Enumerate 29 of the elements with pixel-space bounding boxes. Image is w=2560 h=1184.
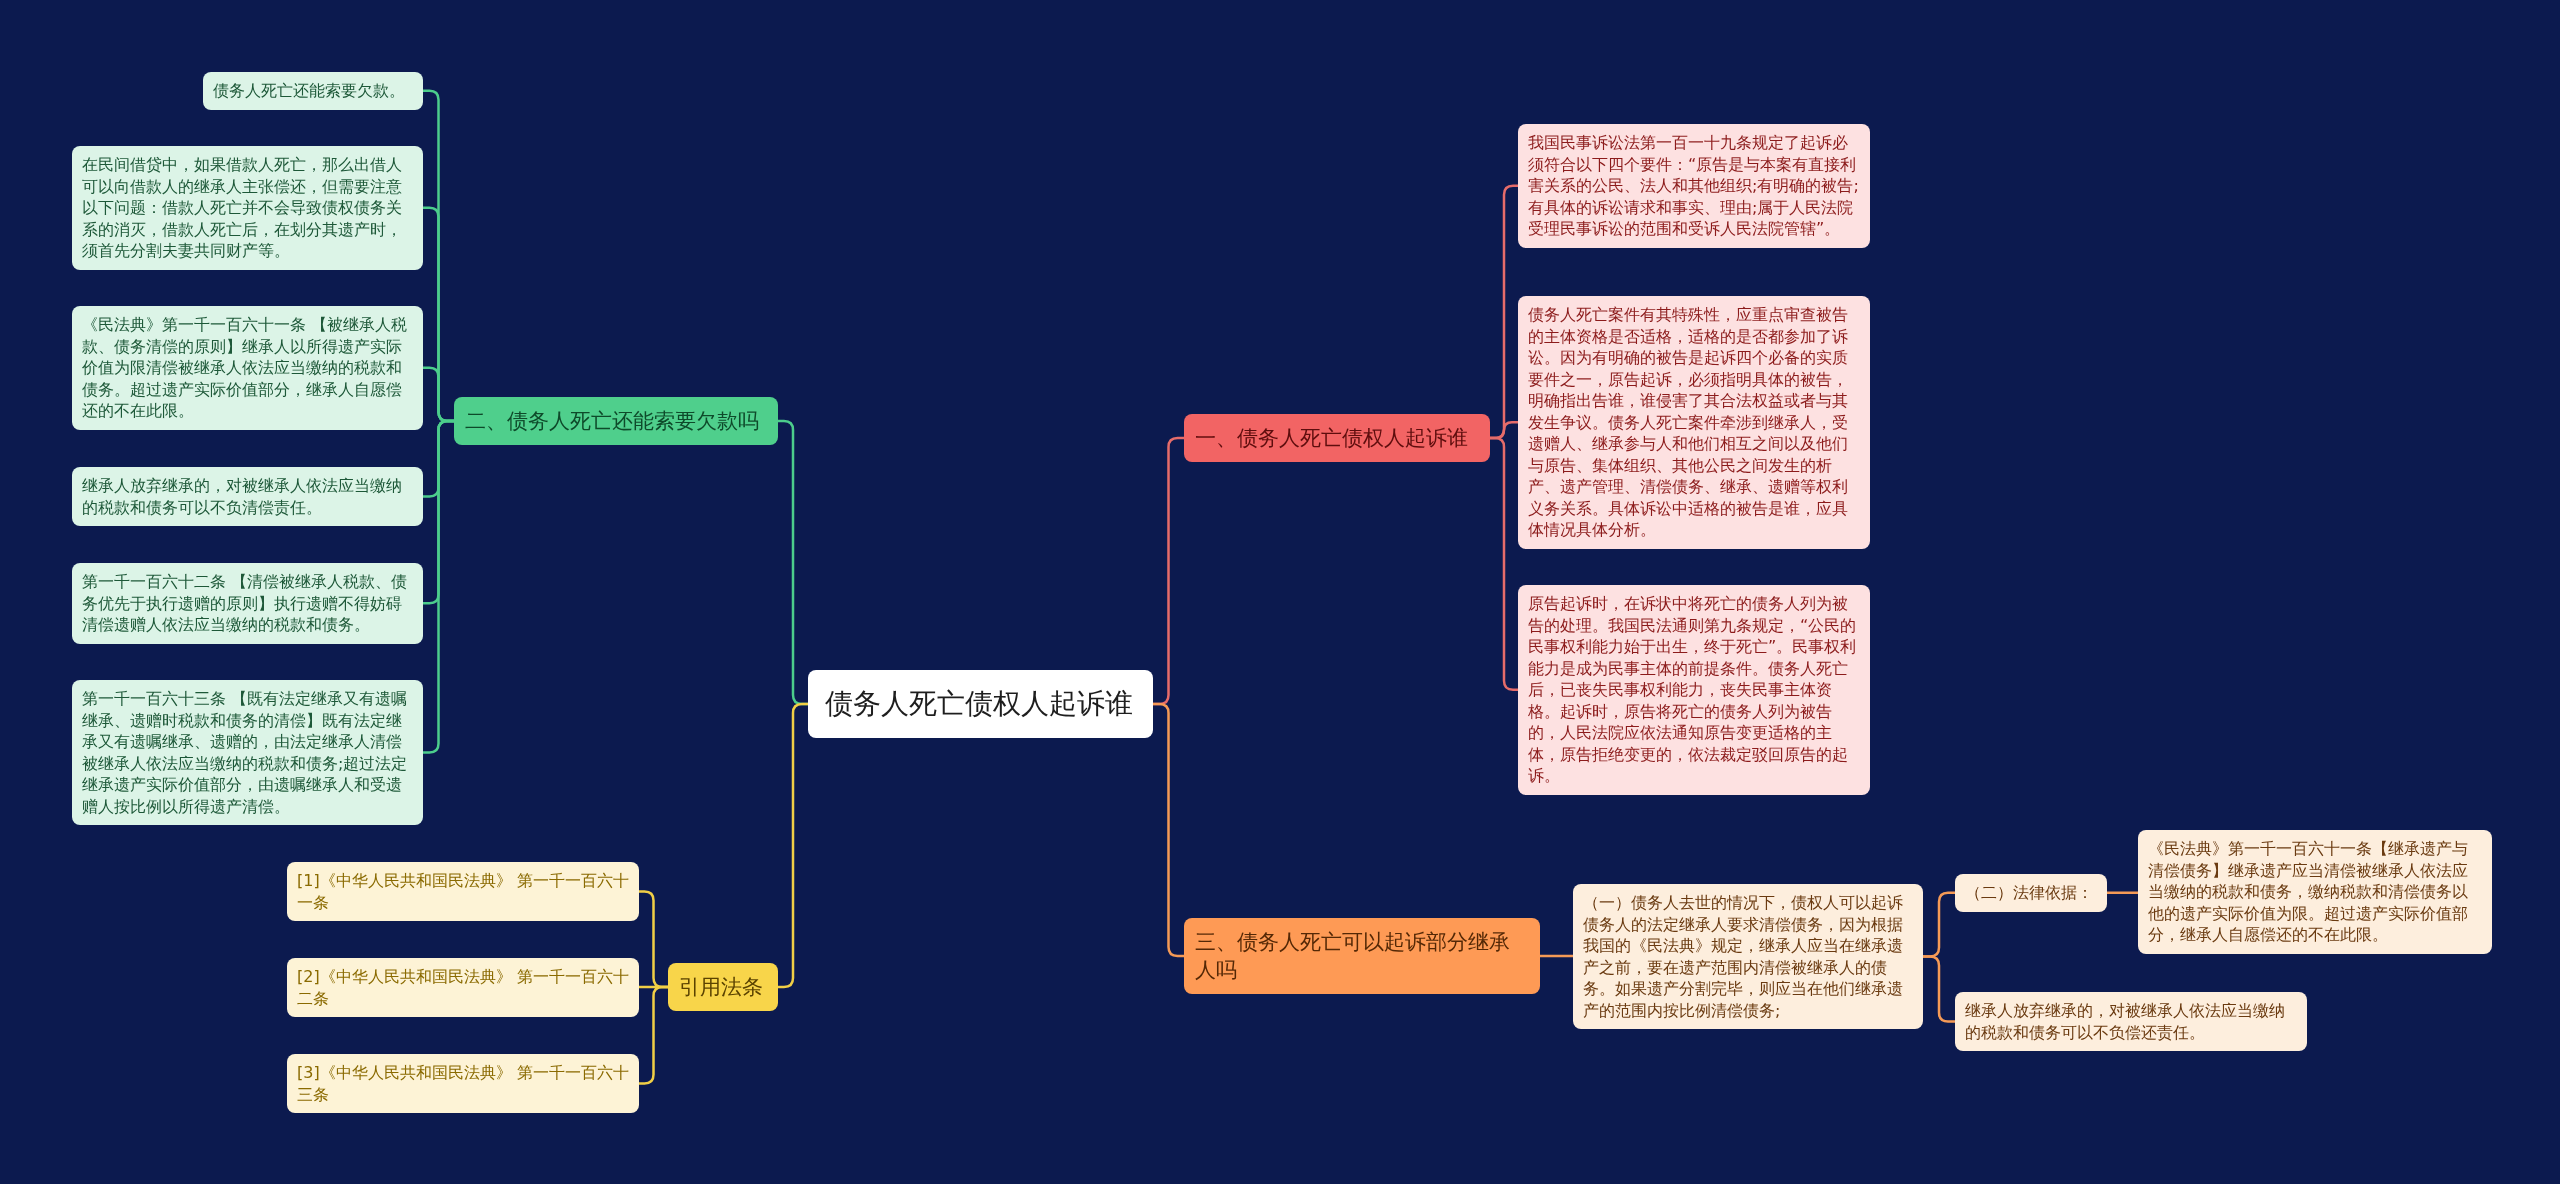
subtopic-card: 我国民事诉讼法第一百一十九条规定了起诉必须符合以下四个要件：“原告是与本案有直接利害关系的公民、法人和其他组织;有明确的被告;有具体的诉讼请求和事实、理由;属于人民法院受理民事诉讼的范围和受诉人民法院管辖”。	[1518, 124, 1870, 248]
subtopic-card: 第一千一百六十三条 【既有法定继承又有遗嘱继承、遗赠时税款和债务的清偿】既有法定继承又有遗嘱继承、遗赠的，由法定继承人清偿被继承人依法应当缴纳的税款和债务;超过法定继承遗产实际价值部分，由遗嘱继承人和受遗赠人按比例以所得遗产清偿。	[72, 680, 423, 825]
connector-line	[1921, 955, 1957, 1023]
subtopic-card: 《民法典》第一千一百六十一条【继承遗产与清偿债务】继承遗产应当清偿被继承人依法应当缴纳的税款和债务，缴纳税款和清偿债务以他的遗产实际价值为限。超过遗产实际价值部分，继承人自愿偿还的不在此限。	[2138, 830, 2492, 954]
subtopic-card: [3]《中华人民共和国民法典》 第一千一百六十三条	[287, 1054, 639, 1113]
subtopic-card: 继承人放弃继承的，对被继承人依法应当缴纳的税款和债务可以不负清偿责任。	[72, 467, 423, 526]
subtopic-card: [2]《中华人民共和国民法典》 第一千一百六十二条	[287, 958, 639, 1017]
connector-line	[776, 702, 810, 989]
subtopic-card: 继承人放弃继承的，对被继承人依法应当缴纳的税款和债务可以不负偿还责任。	[1955, 992, 2307, 1051]
subtopic-card: 债务人死亡还能索要欠款。	[203, 72, 423, 110]
central-topic: 债务人死亡债权人起诉谁	[808, 670, 1153, 738]
branch-topic: 引用法条	[668, 963, 778, 1011]
subtopic-card: 《民法典》第一千一百六十一条 【被继承人税款、债务清偿的原则】继承人以所得遗产实际价值为限清偿被继承人依法应当缴纳的税款和债务。超过遗产实际价值部分，继承人自愿偿还的不在此限。	[72, 306, 423, 430]
branch-topic: 一、债务人死亡债权人起诉谁	[1184, 414, 1490, 462]
subtopic-card: 第一千一百六十二条 【清偿被继承人税款、债务优先于执行遗赠的原则】执行遗赠不得妨碍清偿遗赠人依法应当缴纳的税款和债务。	[72, 563, 423, 644]
connector-line	[1488, 436, 1520, 691]
subtopic-card: [1]《中华人民共和国民法典》 第一千一百六十一条	[287, 862, 639, 921]
connector-line	[2105, 891, 2140, 894]
subtopic-card: （二）法律依据：	[1955, 874, 2107, 912]
branch-topic: 二、债务人死亡还能索要欠款吗	[454, 397, 778, 445]
connector-line	[637, 985, 670, 1085]
connector-line	[421, 419, 456, 754]
connector-line	[1538, 954, 1575, 958]
subtopic-card: 债务人死亡案件有其特殊性，应重点审查被告的主体资格是否适格，适格的是否都参加了诉讼。因为有明确的被告是起诉四个必备的实质要件之一，原告起诉，必须指明具体的被告，明确指出告谁，谁侵害了其合法权益或者与其发生争议。债务人死亡案件牵涉到继承人，受遗赠人、继承参与人和他们相互之间以及他们与原告、集体组织、其他公民之间发生的析产、遗产管理、清偿债务、继承、遗赠等权利义务关系。具体诉讼中适格的被告是谁，应具体情况具体分析。	[1518, 296, 1870, 549]
branch-topic: 三、债务人死亡可以起诉部分继承人吗	[1184, 918, 1540, 994]
connector-line	[1151, 702, 1186, 958]
subtopic-card: 原告起诉时，在诉状中将死亡的债务人列为被告的处理。我国民法通则第九条规定，“公民的民事权利能力始于出生，终于死亡”。民事权利能力是成为民事主体的前提条件。债务人死亡后，已丧失民事权利能力，丧失民事主体资格。起诉时，原告将死亡的债务人列为被告的，人民法院应依法通知原告变更适格的主体，原告拒绝变更的，依法裁定驳回原告的起诉。	[1518, 585, 1870, 795]
subtopic-card: （一）债务人去世的情况下，债权人可以起诉债务人的法定继承人要求清偿债务，因为根据我国的《民法典》规定，继承人应当在继承遗产之前，要在遗产范围内清偿被继承人的债务。如果遗产分割完毕，则应当在他们继承遗产的范围内按比例清偿债务;	[1573, 884, 1923, 1029]
subtopic-card: 在民间借贷中，如果借款人死亡，那么出借人可以向借款人的继承人主张偿还，但需要注意以下问题：借款人死亡并不会导致债权债务关系的消灭，借款人死亡后，在划分其遗产时，须首先分割夫妻共同财产等。	[72, 146, 423, 270]
